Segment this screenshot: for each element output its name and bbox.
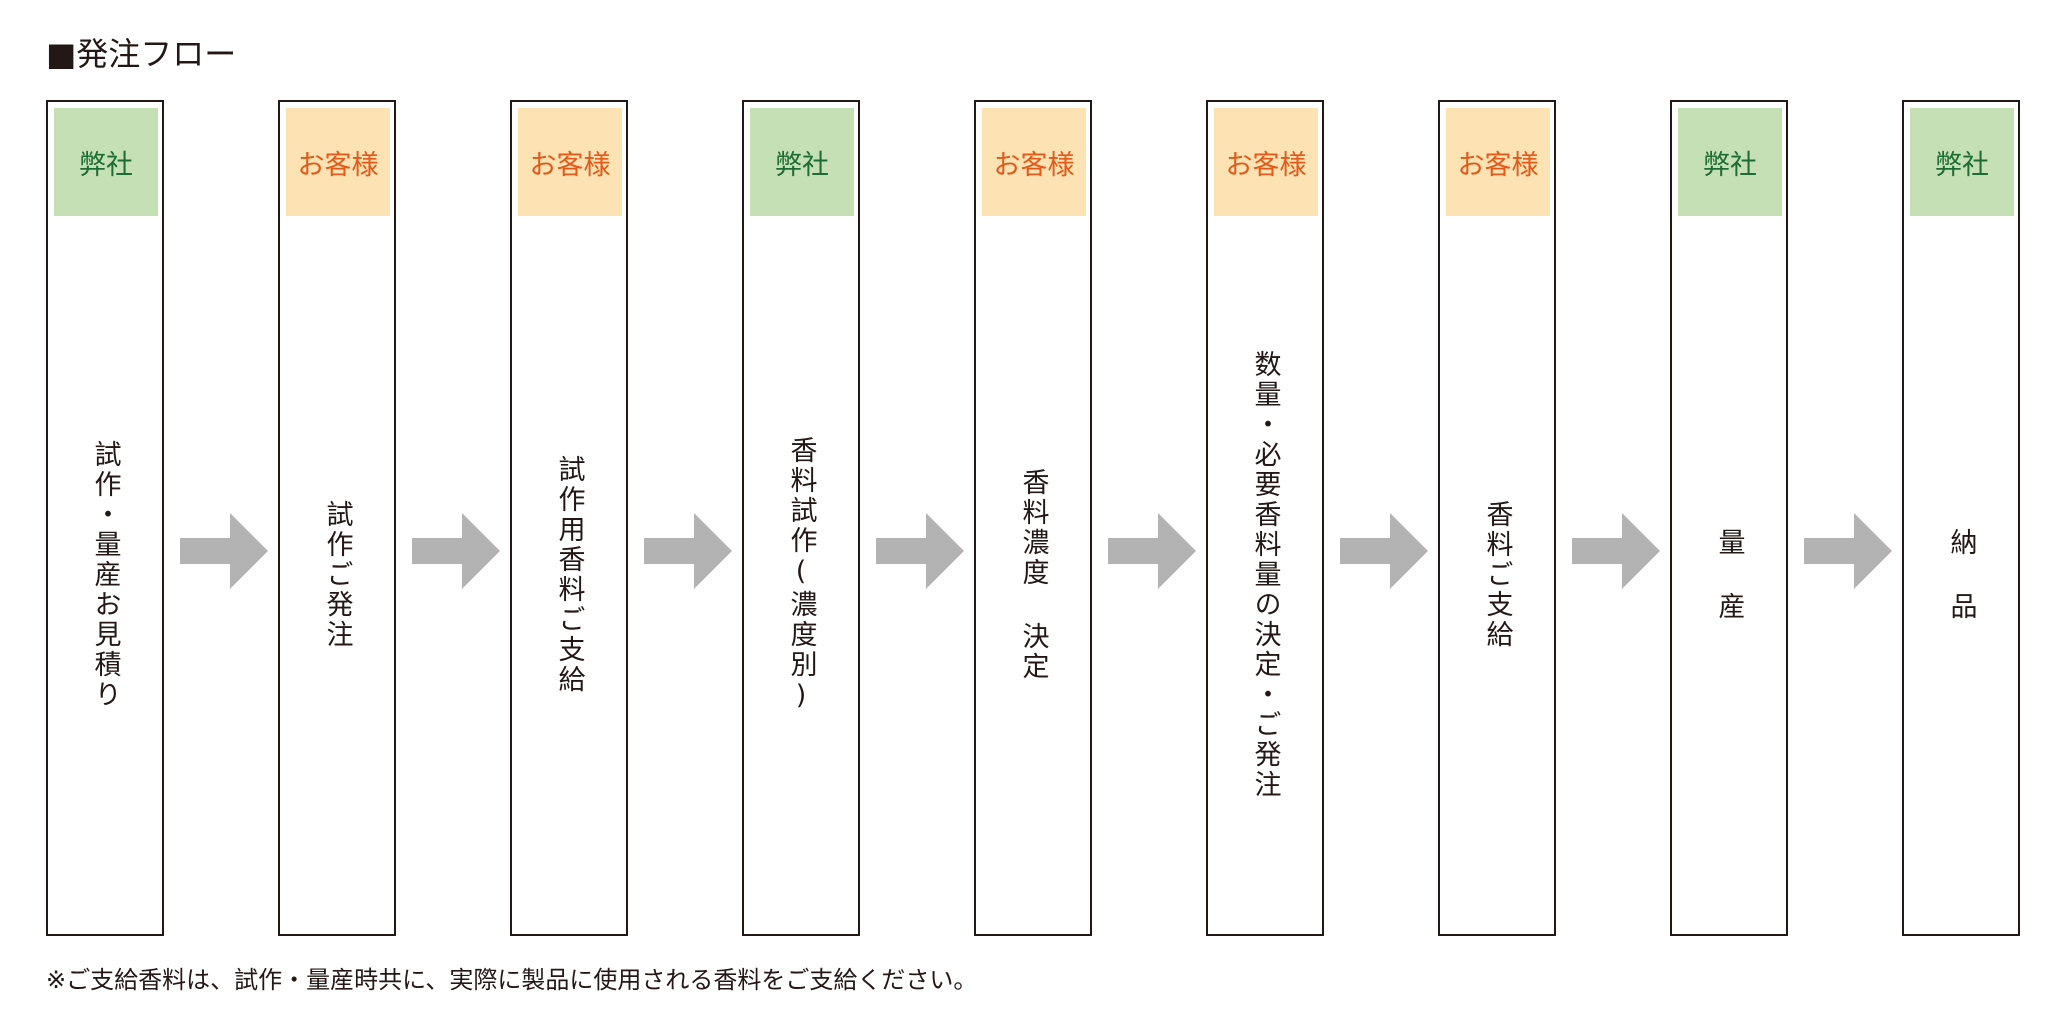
actor-badge: お客様 xyxy=(518,108,622,216)
step-label: 試作用香料ご支給 xyxy=(553,455,585,695)
actor-badge: お客様 xyxy=(1446,108,1550,216)
actor-badge: お客様 xyxy=(982,108,1086,216)
step-label-wrap: 試作ご発注 xyxy=(280,226,394,924)
arrow-right-icon xyxy=(1108,513,1196,589)
arrow-right-icon xyxy=(1340,513,1428,589)
step-label-wrap: 数量・必要香料量の決定・ご発注 xyxy=(1208,226,1322,924)
page-title: ■発注フロー xyxy=(46,35,237,73)
flow-step: お客様 試作用香料ご支給 xyxy=(510,100,628,936)
step-label: 香料濃度 決定 xyxy=(1017,468,1049,682)
step-label-wrap: 試作・量産お見積り xyxy=(48,226,162,924)
step-label-wrap: 香料濃度 決定 xyxy=(976,226,1090,924)
step-label-wrap: 香料ご支給 xyxy=(1440,226,1554,924)
flow-step: 弊社 量 産 xyxy=(1670,100,1788,936)
actor-badge: お客様 xyxy=(1214,108,1318,216)
arrow-right-icon xyxy=(180,513,268,589)
arrow-right-icon xyxy=(1572,513,1660,589)
arrow-right-icon xyxy=(412,513,500,589)
flow-step: 弊社 納 品 xyxy=(1902,100,2020,936)
actor-badge: 弊社 xyxy=(1910,108,2014,216)
flow-step: お客様 試作ご発注 xyxy=(278,100,396,936)
arrow-right-icon xyxy=(1804,513,1892,589)
step-label: 試作・量産お見積り xyxy=(89,440,121,710)
flow-step: お客様 香料濃度 決定 xyxy=(974,100,1092,936)
step-label: 香料ご支給 xyxy=(1481,500,1513,650)
arrow-right-icon xyxy=(876,513,964,589)
arrow-right-icon xyxy=(644,513,732,589)
flow-step: 弊社 香料試作(濃度別) xyxy=(742,100,860,936)
step-label-wrap: 納 品 xyxy=(1904,226,2018,924)
step-label: 試作ご発注 xyxy=(321,500,353,650)
flow-step: 弊社 試作・量産お見積り xyxy=(46,100,164,936)
flow-step: お客様 数量・必要香料量の決定・ご発注 xyxy=(1206,100,1324,936)
actor-badge: 弊社 xyxy=(750,108,854,216)
actor-badge: お客様 xyxy=(286,108,390,216)
flow-step: お客様 香料ご支給 xyxy=(1438,100,1556,936)
step-label-wrap: 香料試作(濃度別) xyxy=(744,226,858,924)
actor-badge: 弊社 xyxy=(54,108,158,216)
step-label-wrap: 試作用香料ご支給 xyxy=(512,226,626,924)
step-label: 香料試作(濃度別) xyxy=(785,436,817,714)
step-label: 量 産 xyxy=(1713,528,1745,622)
actor-badge: 弊社 xyxy=(1678,108,1782,216)
step-label: 納 品 xyxy=(1945,528,1977,622)
step-label-wrap: 量 産 xyxy=(1672,226,1786,924)
step-label: 数量・必要香料量の決定・ご発注 xyxy=(1249,350,1281,800)
footnote: ※ご支給香料は、試作・量産時共に、実際に製品に使用される香料をご支給ください。 xyxy=(46,966,978,994)
